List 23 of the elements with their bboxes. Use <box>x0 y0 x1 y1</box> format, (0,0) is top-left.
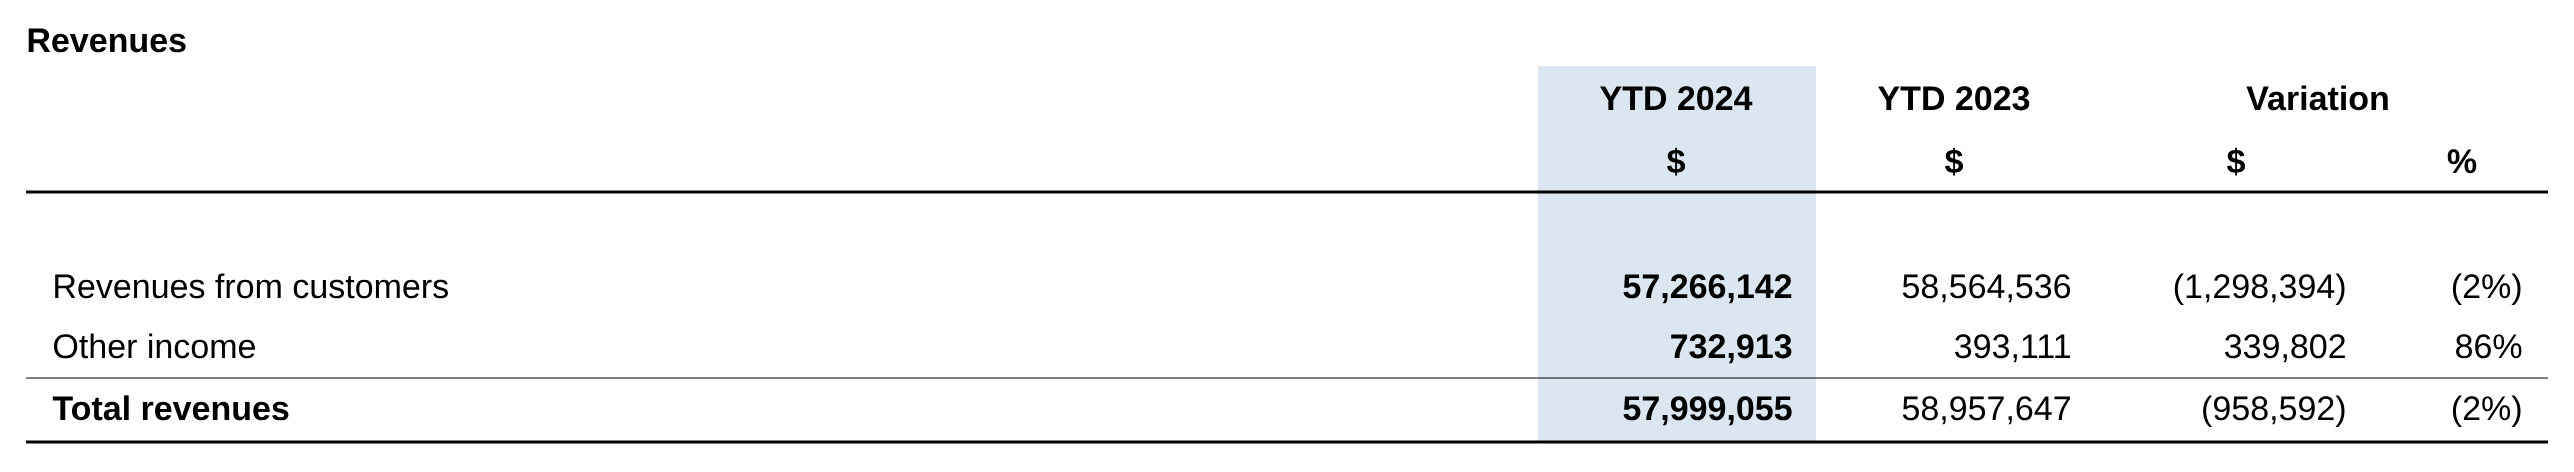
amount: 57,266,142 <box>1623 274 1792 304</box>
column-header: % <box>2447 149 2477 174</box>
column-header: YTD 2023 <box>1878 86 2030 111</box>
amount: 86% <box>2456 334 2522 359</box>
amount: 57,999,055 <box>1623 396 1792 426</box>
table-title: Revenues <box>28 28 186 53</box>
amount: 339,802 <box>2225 334 2345 363</box>
column-header: $ <box>1667 147 1685 176</box>
row-label: Total revenues <box>52 395 289 421</box>
amount: 393,111 <box>1955 334 2070 363</box>
amount: (958,592) <box>2203 395 2345 428</box>
column-header: $ <box>2227 147 2245 176</box>
amount: (2%) <box>2452 273 2521 306</box>
column-header: YTD 2024 <box>1600 86 1753 111</box>
row-label: Revenues from customers <box>55 273 448 299</box>
amount: 732,913 <box>1671 334 1792 364</box>
column-header: Variation <box>2246 85 2388 111</box>
row-label: Other income <box>54 333 255 359</box>
amount: (1,298,394) <box>2174 273 2345 306</box>
amount: 58,564,536 <box>1902 274 2071 303</box>
amount: (2%) <box>2452 395 2521 428</box>
column-header: $ <box>1945 147 1963 176</box>
amount: 58,957,647 <box>1902 396 2070 425</box>
